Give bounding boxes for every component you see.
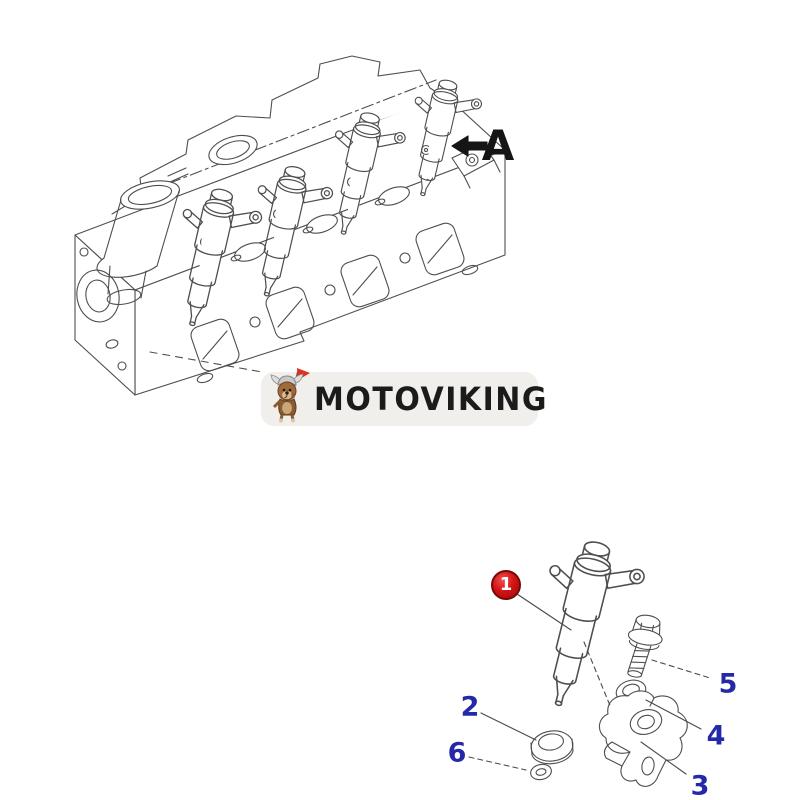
callout-1-badge: 1: [491, 570, 521, 600]
leader-6: [468, 756, 527, 771]
leader-3: [640, 741, 687, 775]
callout-6: 6: [447, 737, 467, 769]
injector-boss-pads: [230, 186, 410, 262]
center-line: [125, 79, 437, 201]
injector-exploded-drawing: [468, 532, 711, 787]
top-round-port: [208, 134, 258, 166]
leader-2: [480, 712, 537, 741]
left-end-face-opening: [76, 247, 127, 371]
valve-cover-outline: [111, 55, 453, 215]
view-direction-arrow: [451, 135, 488, 157]
arrow-left-icon: [451, 135, 488, 157]
intake-funnel: [96, 180, 181, 306]
cylinder-head-assembly-drawing: [74, 55, 506, 396]
callout-leader-lines: [468, 593, 711, 775]
hidden-edge-dashes: [149, 351, 263, 373]
leader-1-dashed: [583, 641, 612, 709]
nozzle-gasket-part-drawing: [530, 730, 574, 765]
callout-5: 5: [718, 668, 738, 700]
leader-4: [645, 699, 702, 730]
viking-dog-icon: [270, 368, 310, 423]
brand-name: MOTOVIKING: [314, 380, 549, 418]
mounting-bolt-part-drawing: [627, 614, 663, 678]
right-end-bracket: [451, 143, 501, 189]
callout-3: 3: [690, 770, 710, 800]
view-label-a: A: [481, 121, 515, 170]
leader-1-solid: [516, 593, 572, 631]
brand-banner: MOTOVIKING: [261, 368, 547, 426]
callout-4: 4: [706, 720, 726, 752]
leader-5: [651, 659, 711, 679]
injector-clamp-part-drawing: [598, 690, 688, 787]
front-exhaust-ports: [190, 222, 479, 384]
plain-washer-part-drawing: [530, 763, 552, 781]
callout-2: 2: [460, 691, 480, 723]
